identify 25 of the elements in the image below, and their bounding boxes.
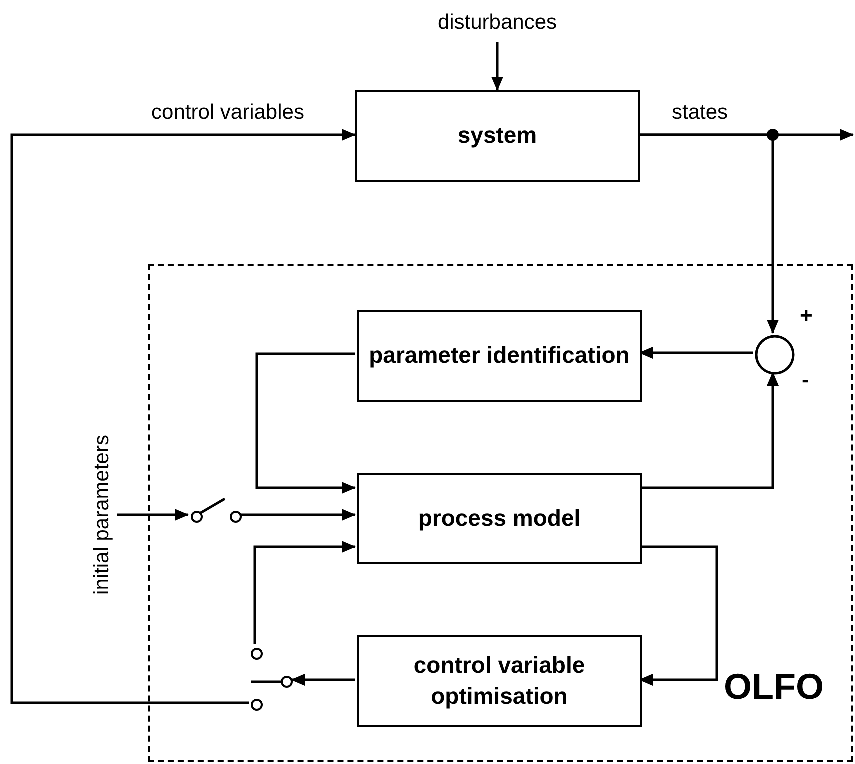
sign-label: - xyxy=(802,368,810,392)
dashed-region xyxy=(148,264,853,762)
process-box xyxy=(355,90,640,182)
arrow xyxy=(254,541,356,644)
arrow xyxy=(241,509,356,521)
arrow xyxy=(291,674,355,686)
summing-junction xyxy=(755,335,795,375)
arrow xyxy=(640,134,779,334)
region-title: OLFO xyxy=(724,666,824,708)
signal-label: disturbances xyxy=(420,8,575,42)
arrow xyxy=(640,372,779,490)
sign-label: + xyxy=(800,304,813,328)
arrow xyxy=(118,509,189,521)
box-label: control variable optimisation xyxy=(412,650,586,711)
process-box xyxy=(357,310,642,402)
arrow xyxy=(492,42,504,91)
box-label: process model xyxy=(418,504,581,533)
signal-label: initial parameters xyxy=(88,398,118,632)
box-label: parameter identification xyxy=(369,341,630,370)
box-label: system xyxy=(458,121,538,150)
selector-switch-symbol xyxy=(251,646,294,713)
process-box xyxy=(357,635,642,727)
arrow xyxy=(10,129,356,704)
arrow xyxy=(256,352,356,494)
process-box xyxy=(357,473,642,564)
